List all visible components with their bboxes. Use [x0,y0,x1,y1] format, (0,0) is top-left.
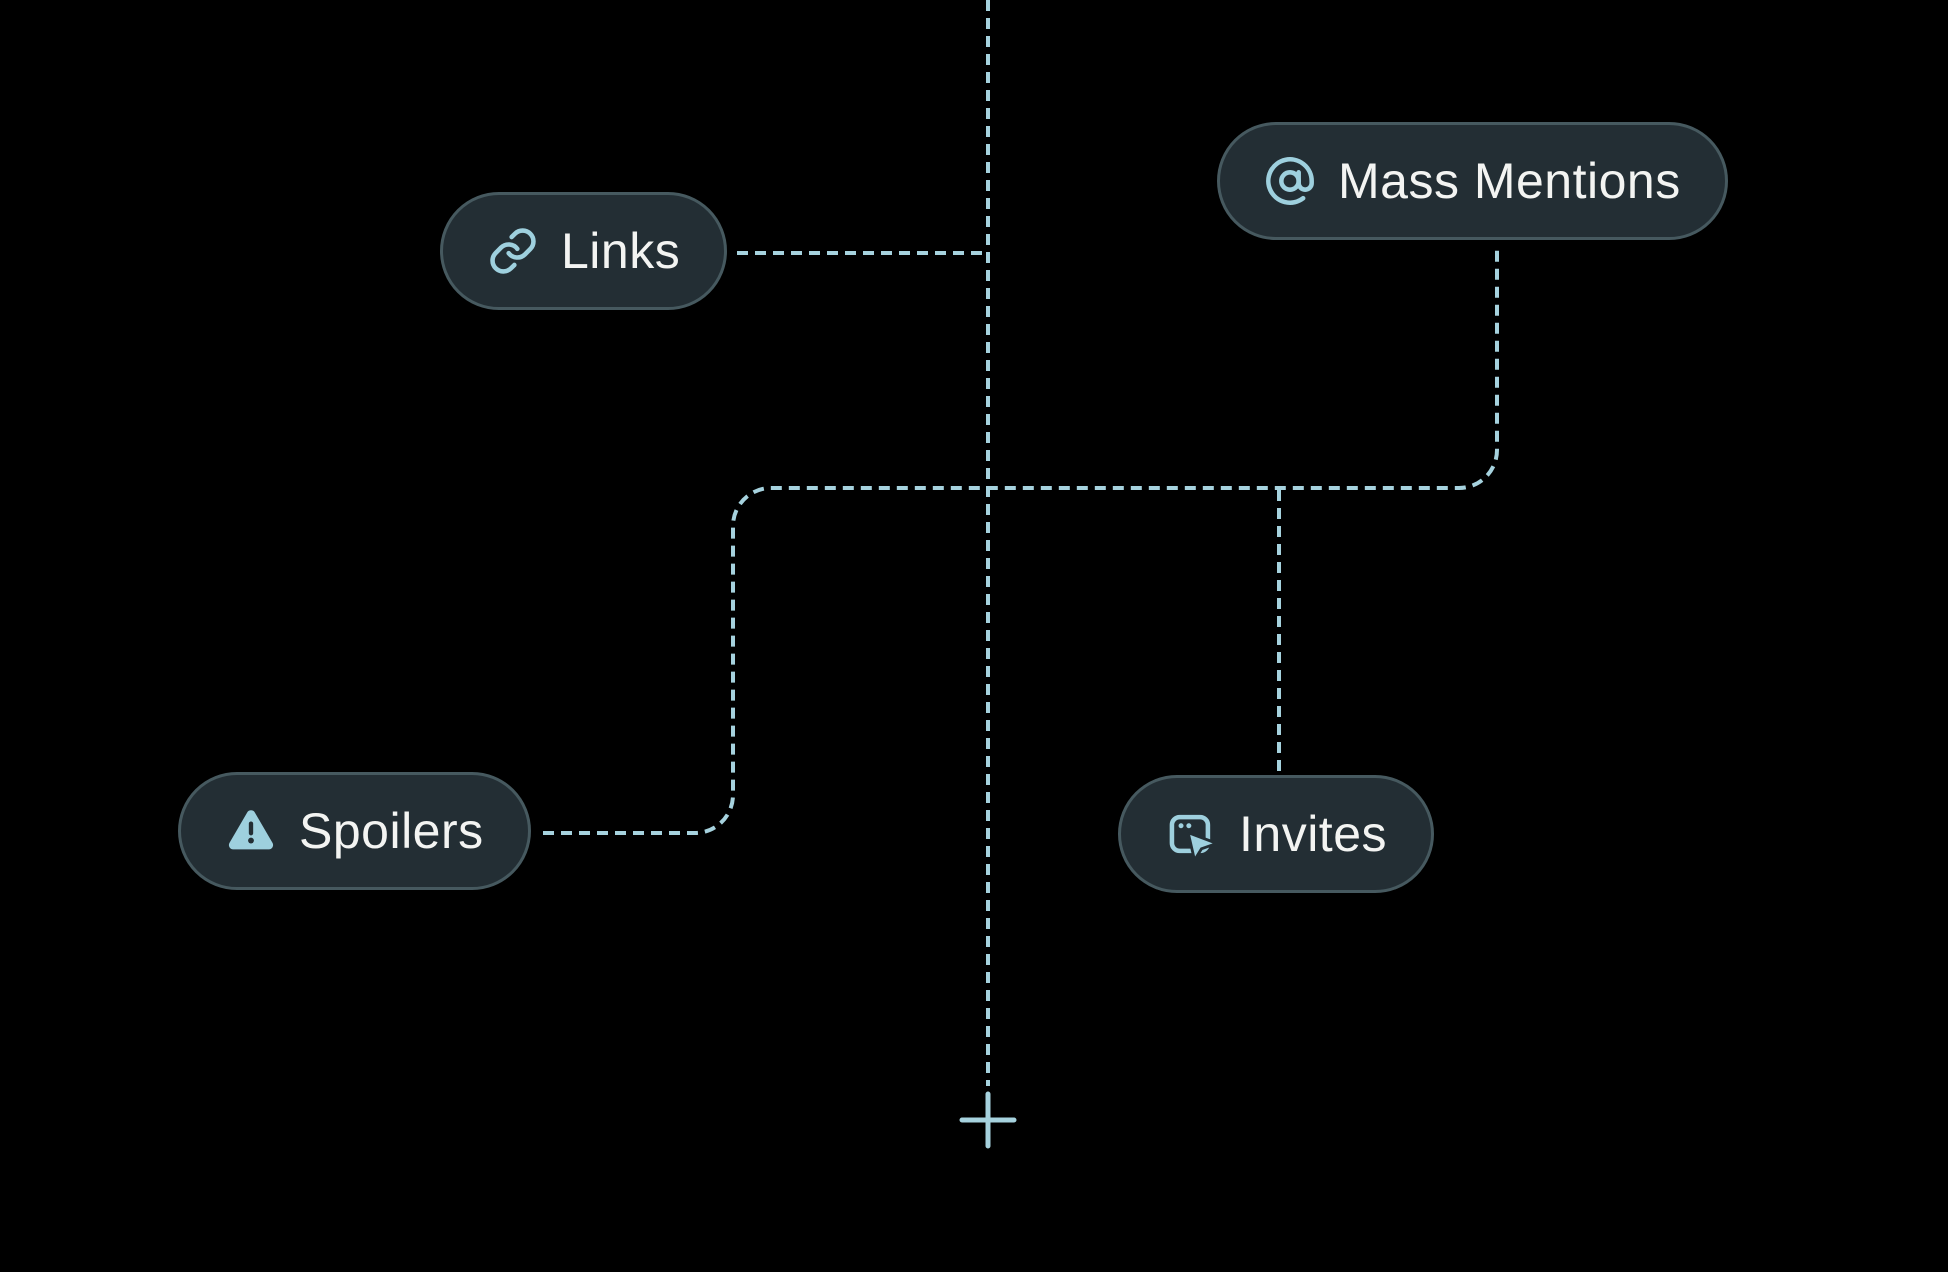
plus-icon [959,1091,1017,1149]
node-label-links: Links [561,223,681,279]
alert-triangle-icon [228,810,274,850]
invite-cursor-window-icon [1169,814,1216,860]
spoilers-massmentions-connector [543,244,1499,835]
link-icon [490,228,536,274]
at-sign-icon [1266,157,1314,205]
node-label-spoilers: Spoilers [299,803,484,859]
node-label-mass-mentions: Mass Mentions [1338,153,1681,209]
node-mass-mentions[interactable]: Mass Mentions [1217,122,1728,240]
add-node-button[interactable] [959,1091,1017,1149]
node-links[interactable]: Links [440,192,728,310]
node-invites[interactable]: Invites [1118,775,1435,893]
node-label-invites: Invites [1239,806,1388,862]
node-spoilers[interactable]: Spoilers [178,772,531,890]
